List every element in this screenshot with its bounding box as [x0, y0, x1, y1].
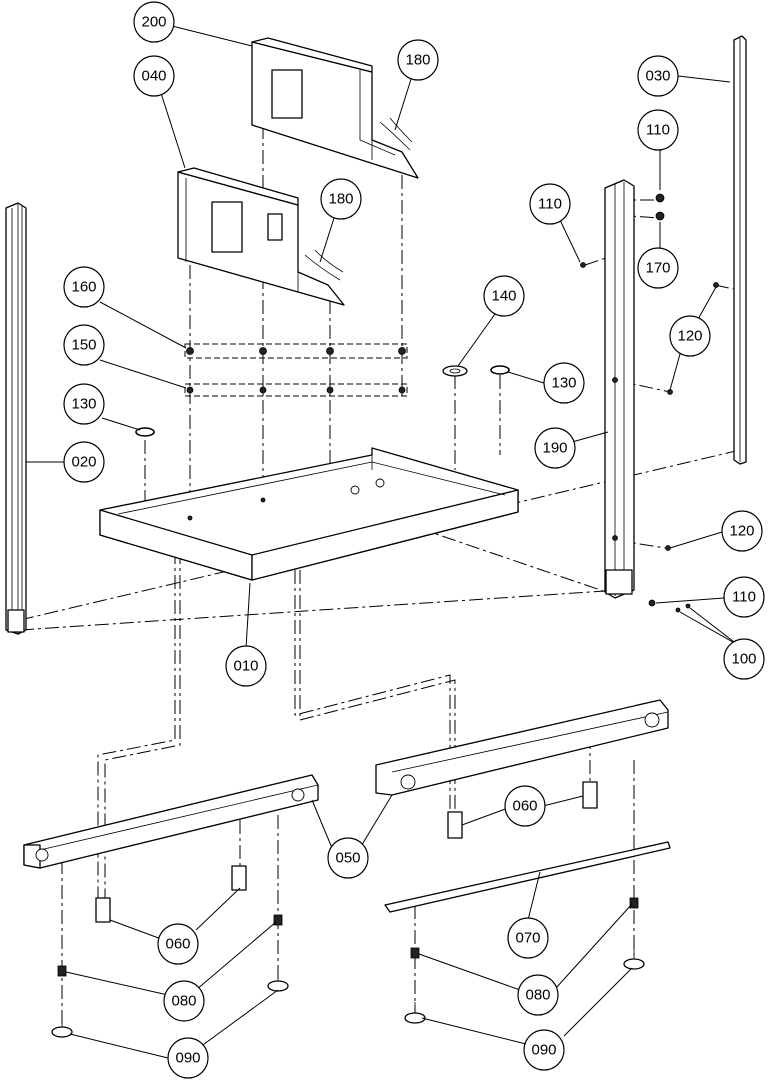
callout-060-left: 060	[157, 923, 199, 965]
svg-text:080: 080	[525, 987, 550, 1004]
bracket-060-right-b	[582, 781, 598, 809]
grommet-130-right	[490, 365, 510, 375]
callout-180-upper: 180	[397, 39, 439, 81]
svg-text:160: 160	[71, 279, 96, 296]
svg-text:020: 020	[71, 454, 96, 471]
bracket-060-left-b	[231, 865, 247, 891]
right-post-030	[733, 35, 747, 465]
svg-text:070: 070	[515, 930, 540, 947]
callout-200: 200	[133, 1, 175, 43]
callout-060-right: 060	[504, 785, 546, 827]
svg-text:190: 190	[542, 440, 567, 457]
callout-070: 070	[507, 917, 549, 959]
callout-010: 010	[225, 645, 267, 687]
pan-010	[99, 447, 519, 581]
svg-text:170: 170	[645, 260, 670, 277]
svg-text:180: 180	[405, 52, 430, 69]
bracket-060-left-a	[95, 897, 111, 923]
callout-160: 160	[63, 266, 105, 308]
svg-text:060: 060	[512, 798, 537, 815]
svg-text:100: 100	[731, 651, 756, 668]
base-rail-left-050	[23, 774, 319, 869]
leader-lines	[26, 25, 739, 1059]
grommet-140	[442, 365, 468, 377]
fasteners-110-170	[580, 193, 719, 613]
svg-text:110: 110	[646, 122, 670, 139]
feet-090	[51, 948, 645, 1038]
fasteners-150	[186, 386, 406, 394]
grommet-130-left	[135, 427, 155, 437]
callout-030: 030	[637, 55, 679, 97]
callout-130-right: 130	[543, 362, 585, 404]
svg-text:030: 030	[645, 68, 670, 85]
bracket-060-right-a	[447, 811, 463, 839]
svg-text:110: 110	[732, 589, 756, 606]
callout-170: 170	[637, 247, 679, 289]
callout-120-upper: 120	[669, 315, 711, 357]
crossbar-070	[384, 841, 671, 913]
right-frame-190	[604, 179, 635, 599]
hook-180-lower	[304, 249, 344, 281]
svg-text:130: 130	[71, 396, 96, 413]
fasteners-160	[186, 347, 406, 355]
callout-040: 040	[133, 55, 175, 97]
svg-text:060: 060	[165, 936, 190, 953]
callout-120-lower: 120	[721, 510, 763, 552]
svg-text:140: 140	[491, 288, 516, 305]
left-post-020	[5, 202, 27, 635]
svg-text:120: 120	[729, 523, 754, 540]
base-rail-right-050	[375, 699, 669, 796]
svg-text:180: 180	[328, 191, 353, 208]
svg-text:080: 080	[171, 993, 196, 1010]
callout-110-top: 110	[637, 109, 679, 151]
svg-text:150: 150	[71, 337, 96, 354]
callout-080-right: 080	[517, 974, 559, 1016]
callout-080-left: 080	[163, 980, 205, 1022]
svg-text:050: 050	[335, 850, 360, 867]
callout-110-left: 110	[529, 183, 571, 225]
callout-140: 140	[483, 275, 525, 317]
callout-090-right: 090	[523, 1029, 565, 1071]
hook-180-upper	[379, 117, 413, 151]
svg-text:200: 200	[141, 14, 166, 31]
callout-150: 150	[63, 324, 105, 366]
feet-080	[57, 897, 639, 977]
svg-text:110: 110	[538, 196, 562, 213]
callout-180-lower: 180	[320, 178, 362, 220]
callout-100: 100	[723, 638, 765, 680]
callout-110-lower: 110	[723, 576, 765, 618]
svg-text:040: 040	[141, 68, 166, 85]
svg-text:090: 090	[175, 1050, 200, 1067]
svg-text:090: 090	[531, 1042, 556, 1059]
callout-020: 020	[63, 441, 105, 483]
svg-text:120: 120	[677, 328, 702, 345]
callout-050: 050	[327, 837, 369, 879]
callout-090-left: 090	[167, 1037, 209, 1079]
callout-190: 190	[534, 427, 576, 469]
svg-text:010: 010	[233, 658, 258, 675]
svg-text:130: 130	[551, 375, 576, 392]
callout-130-left: 130	[63, 383, 105, 425]
panel-200	[251, 37, 419, 179]
panel-040	[177, 167, 345, 306]
